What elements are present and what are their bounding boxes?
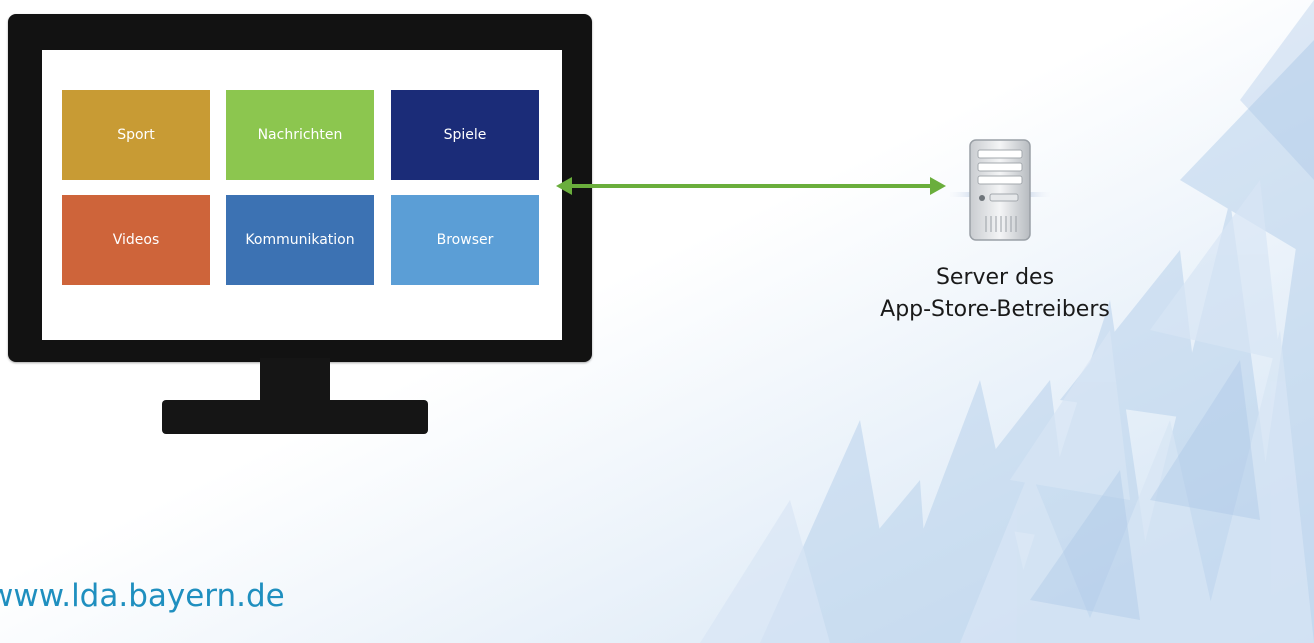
server-label-line2: App-Store-Betreibers — [880, 297, 1110, 322]
tile-kommunikation[interactable]: Kommunikation — [226, 195, 374, 285]
monitor-stand-neck — [260, 358, 330, 408]
tile-label: Videos — [112, 232, 160, 248]
footer-url-text: www.lda.bayern.de — [0, 578, 285, 614]
monitor-frame — [8, 14, 592, 362]
double-arrow-icon — [556, 177, 946, 195]
tile-spiele[interactable]: Spiele — [391, 90, 539, 180]
tile-label: Browser — [436, 232, 494, 248]
monitor-stand-base — [162, 400, 428, 434]
tile-label: Sport — [117, 127, 155, 143]
tile-label: Kommunikation — [245, 232, 355, 248]
tile-videos[interactable]: Videos — [62, 195, 210, 285]
tile-label: Nachrichten — [257, 127, 343, 143]
server-label: Server des App-Store-Betreibers — [820, 262, 1170, 326]
tile-nachrichten[interactable]: Nachrichten — [226, 90, 374, 180]
tile-sport[interactable]: Sport — [62, 90, 210, 180]
tile-browser[interactable]: Browser — [391, 195, 539, 285]
server-label-line1: Server des — [935, 265, 1055, 290]
tile-label: Spiele — [443, 127, 487, 143]
footer-url[interactable]: www.lda.bayern.de — [0, 578, 300, 614]
server-icon — [950, 139, 1050, 241]
